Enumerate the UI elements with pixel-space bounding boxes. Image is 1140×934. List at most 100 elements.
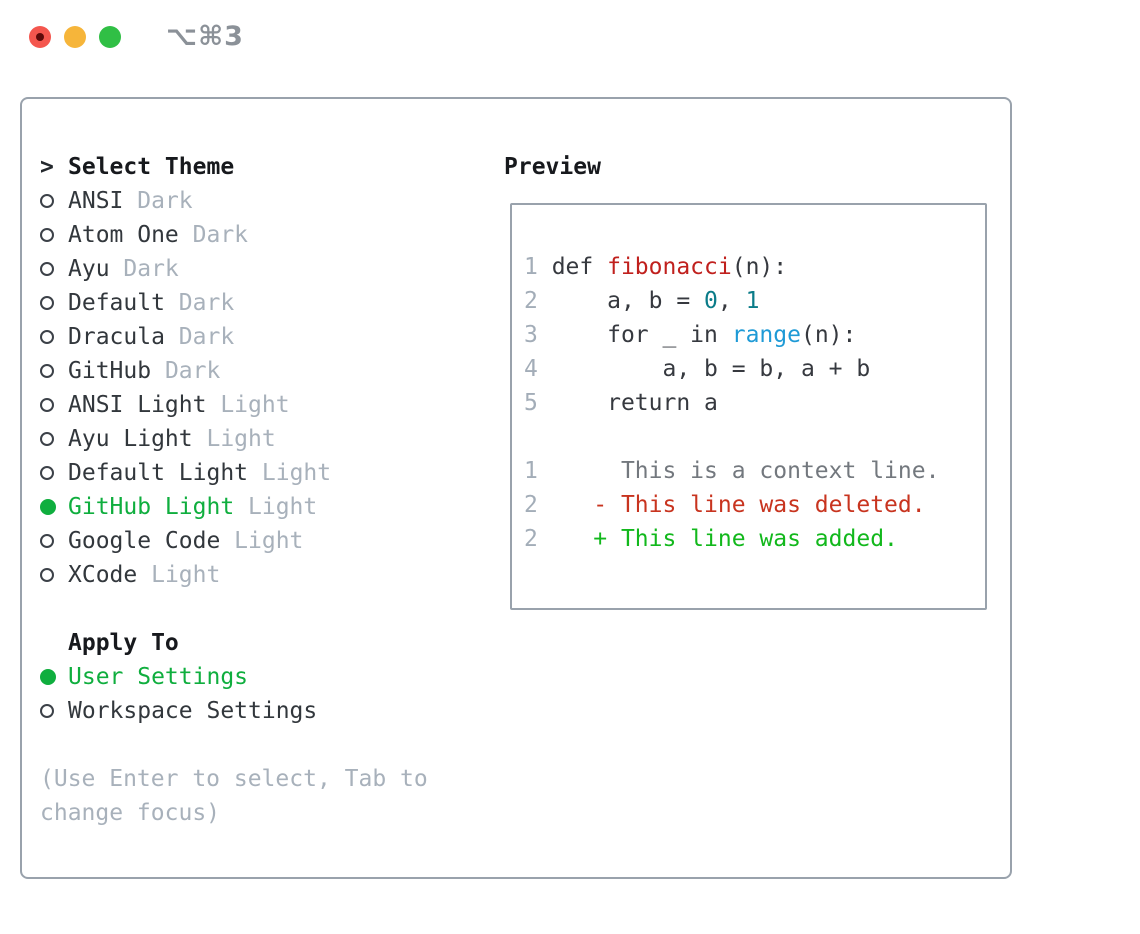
radio-unselected-icon[interactable]: [40, 296, 68, 310]
theme-name-label: Dracula: [68, 324, 179, 350]
traffic-lights: [29, 26, 121, 48]
theme-option-default[interactable]: Default Dark: [40, 286, 428, 320]
radio-selected-icon[interactable]: [40, 499, 68, 515]
token-lit: 1: [745, 288, 760, 314]
radio-unselected-icon[interactable]: [40, 466, 68, 480]
token-call: range: [731, 322, 801, 348]
filled-circle-icon: [40, 669, 56, 685]
preview-header-row: Preview: [504, 150, 601, 184]
code-line-5: 5 return a: [524, 390, 939, 424]
circle-outline-icon: [40, 296, 54, 310]
code-line-4: 4 a, b = b, a + b: [524, 356, 939, 390]
circle-outline-icon: [40, 432, 54, 446]
token-num: 4: [524, 356, 552, 382]
theme-name-label: Ayu: [68, 256, 124, 282]
circle-outline-icon: [40, 262, 54, 276]
theme-variant-label: Dark: [123, 256, 179, 282]
minimize-button[interactable]: [64, 26, 86, 48]
theme-name-label: Default: [68, 290, 179, 316]
theme-variant-label: Light: [206, 426, 276, 452]
radio-selected-icon[interactable]: [40, 669, 68, 685]
token-code: for _ in: [551, 322, 732, 348]
code-line-2: 2 a, b = 0, 1: [524, 288, 939, 322]
preview-title: Preview: [504, 154, 601, 180]
theme-option-github[interactable]: GitHub Dark: [40, 354, 428, 388]
apply-option-workspace-settings[interactable]: Workspace Settings: [40, 694, 428, 728]
zoom-button[interactable]: [99, 26, 121, 48]
theme-option-github-light[interactable]: GitHub Light Light: [40, 490, 428, 524]
radio-unselected-icon[interactable]: [40, 364, 68, 378]
token-num: 5: [524, 390, 552, 416]
code-line-3: 3 for _ in range(n):: [524, 322, 939, 356]
token-code: (n):: [800, 322, 857, 348]
filled-circle-icon: [40, 499, 56, 515]
theme-option-google-code[interactable]: Google Code Light: [40, 524, 428, 558]
theme-variant-label: Light: [151, 562, 221, 588]
theme-option-ansi-light[interactable]: ANSI Light Light: [40, 388, 428, 422]
circle-outline-icon: [40, 466, 54, 480]
radio-unselected-icon[interactable]: [40, 194, 68, 208]
theme-option-ansi[interactable]: ANSI Dark: [40, 184, 428, 218]
theme-option-ayu-light[interactable]: Ayu Light Light: [40, 422, 428, 456]
token-num: 3: [524, 322, 552, 348]
radio-unselected-icon[interactable]: [40, 568, 68, 582]
token-num: 2: [524, 526, 538, 552]
theme-variant-label: Dark: [178, 290, 235, 316]
apply-option-user-settings[interactable]: User Settings: [40, 660, 428, 694]
circle-outline-icon: [40, 568, 54, 582]
token-code: return a: [551, 390, 718, 416]
theme-name-label: GitHub Light: [68, 494, 249, 520]
theme-option-xcode[interactable]: XCode Light: [40, 558, 428, 592]
radio-unselected-icon[interactable]: [40, 262, 68, 276]
hint-text-line1: (Use Enter to select, Tab to: [40, 766, 428, 792]
radio-unselected-icon[interactable]: [40, 398, 68, 412]
theme-name-label: Ayu Light: [68, 426, 207, 452]
apply-to-header-row: Apply To: [40, 626, 428, 660]
token-num: 2: [524, 288, 552, 314]
token-code: (n):: [731, 254, 788, 280]
token-num: 2: [524, 492, 538, 518]
theme-option-ayu[interactable]: Ayu Dark: [40, 252, 428, 286]
circle-outline-icon: [40, 228, 54, 242]
diff-added-line: 2 + This line was added.: [524, 526, 939, 560]
radio-unselected-icon[interactable]: [40, 534, 68, 548]
theme-option-default-light[interactable]: Default Light Light: [40, 456, 428, 490]
theme-variant-label: Light: [248, 494, 318, 520]
radio-unselected-icon[interactable]: [40, 228, 68, 242]
hint-row-2: change focus): [40, 796, 428, 830]
token-num: 1: [524, 254, 552, 280]
token-code: a, b =: [551, 288, 705, 314]
theme-variant-label: Dark: [192, 222, 249, 248]
theme-name-label: Default Light: [68, 460, 262, 486]
token-add: + This line was added.: [593, 526, 898, 552]
circle-outline-icon: [40, 364, 54, 378]
token-fn: fibonacci: [607, 254, 732, 280]
radio-unselected-icon[interactable]: [40, 330, 68, 344]
theme-variant-label: Dark: [137, 188, 193, 214]
radio-unselected-icon[interactable]: [40, 432, 68, 446]
radio-unselected-icon[interactable]: [40, 704, 68, 718]
token-ctx: This is a context line.: [537, 458, 940, 484]
window-shortcut-label: ⌥⌘3: [166, 21, 244, 52]
select-theme-title: Select Theme: [68, 154, 235, 180]
token-code: a, b = b, a + b: [551, 356, 871, 382]
theme-name-label: Atom One: [68, 222, 193, 248]
circle-outline-icon: [40, 704, 54, 718]
theme-option-dracula[interactable]: Dracula Dark: [40, 320, 428, 354]
theme-name-label: GitHub: [68, 358, 165, 384]
theme-variant-label: Dark: [164, 358, 221, 384]
token-code: [538, 492, 593, 518]
theme-option-atom-one[interactable]: Atom One Dark: [40, 218, 428, 252]
theme-name-label: ANSI Light: [68, 392, 221, 418]
close-button[interactable]: [29, 26, 51, 48]
diff-deleted-line: 2 - This line was deleted.: [524, 492, 939, 526]
theme-name-label: XCode: [68, 562, 152, 588]
token-code: def: [551, 254, 608, 280]
code-line-1: 1 def fibonacci(n):: [524, 254, 939, 288]
spacer-row: [40, 592, 428, 626]
circle-outline-icon: [40, 194, 54, 208]
